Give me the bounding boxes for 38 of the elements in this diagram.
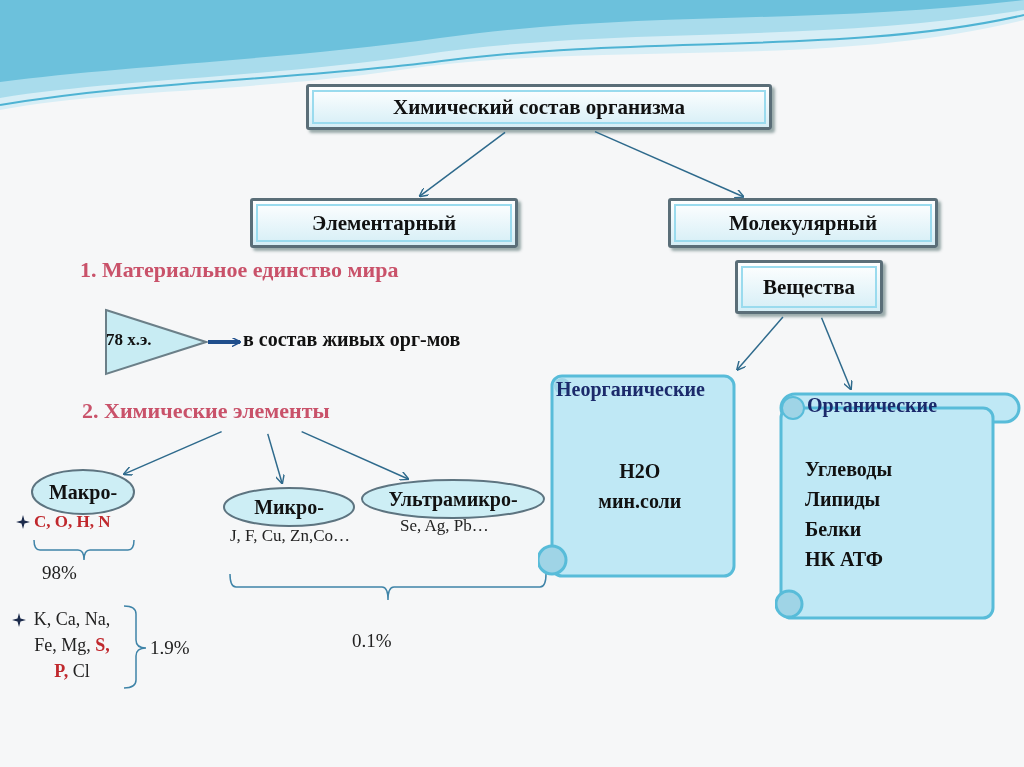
card-body: H2O мин.соли: [598, 459, 682, 514]
title-box: [735, 260, 883, 314]
element-list: Se, Ag, Pb…: [400, 516, 489, 536]
element-list: J, F, Cu, Zn,Co…: [230, 526, 351, 546]
box-title: Элементарный: [310, 210, 458, 236]
card-heading: Неорганические: [556, 378, 705, 401]
title-box: [668, 198, 938, 248]
element-list: K, Ca, Na, Fe, Mg, S, P, Cl: [30, 606, 114, 684]
arrow: [594, 130, 745, 199]
box-title: Химический состав организма: [392, 94, 686, 120]
box-title: Вещества: [761, 274, 857, 300]
card-body: Углеводы Липиды Белки НК АТФ: [805, 457, 893, 572]
ellipse-shape: [222, 486, 356, 528]
title-box: [306, 84, 772, 130]
text-label: в состав живых орг-мов: [243, 328, 461, 351]
title-box: [250, 198, 518, 248]
arrow: [267, 433, 285, 485]
shape-label: Ультрамикро-: [387, 487, 519, 511]
arrow: [208, 336, 242, 348]
arrow: [418, 131, 506, 198]
ellipse-shape: [30, 468, 136, 516]
percent-label: 1.9%: [150, 637, 190, 659]
card-heading: Органические: [807, 394, 937, 417]
element-list: C, O, H, N: [34, 512, 111, 532]
percent-label: 98%: [42, 562, 77, 584]
ellipse-shape: [360, 478, 546, 520]
shape-label: Макро-: [47, 480, 119, 504]
arrow: [300, 430, 410, 481]
percent-label: 0.1%: [352, 630, 392, 652]
box-title: Молекулярный: [727, 210, 879, 236]
arrow: [735, 316, 784, 372]
arrow: [122, 430, 223, 476]
section-heading: 1. Материальное единство мира: [80, 257, 399, 283]
shape-label: 78 х.э.: [106, 330, 152, 350]
shape-label: Микро-: [253, 495, 325, 519]
section-heading: 2. Химические элементы: [82, 398, 330, 424]
triangle-shape: [104, 308, 208, 376]
arrow: [820, 316, 853, 391]
